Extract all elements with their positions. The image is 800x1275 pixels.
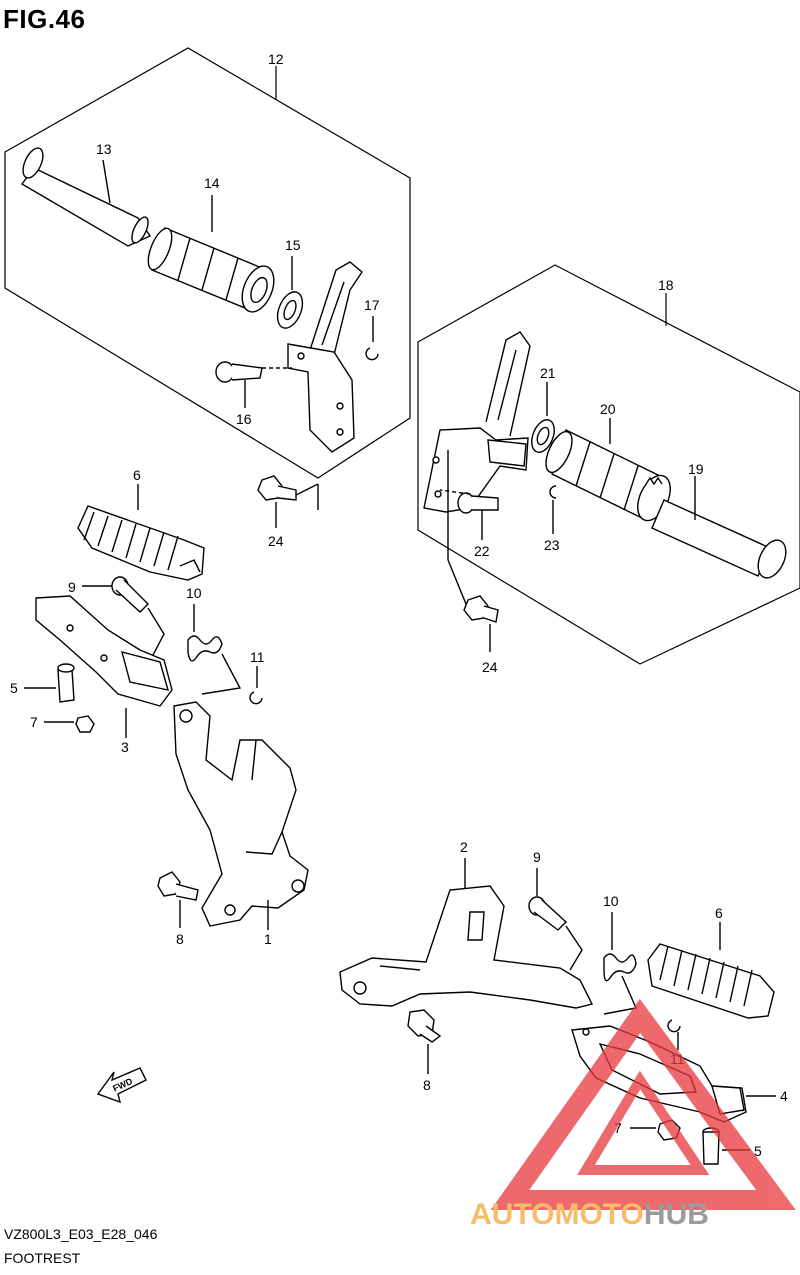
clip-11-right [667,1019,681,1050]
clip-23 [549,485,557,534]
footrest-pin-13 [20,147,152,247]
callout-14: 14 [204,175,220,191]
callout-23: 23 [544,537,560,553]
callout-18: 18 [658,277,674,293]
callout-4: 4 [780,1088,788,1104]
section-name: FOOTREST [4,1250,81,1266]
callout-9-right: 9 [533,849,541,865]
watermark-inner-triangle-icon [577,1070,710,1175]
washer-15 [276,256,304,329]
footrest-bracket-rear-right [423,331,531,560]
pin-22 [439,489,499,540]
clip-11-left [249,666,263,705]
spring-10-left [187,604,242,695]
callout-22: 22 [474,543,490,559]
footrest-pin-19 [651,476,787,579]
pin-16 [215,361,292,408]
watermark-logo: AUTOMOTOHUB [470,998,796,1231]
forward-direction-arrow: FWD [96,1067,147,1104]
footpeg-rubber-6-right [647,922,775,1019]
assembly-box-18 [417,264,800,665]
callout-10-left: 10 [186,585,202,601]
bolt-8-right [407,1009,442,1074]
clip-17 [365,316,379,361]
callout-6-right: 6 [715,905,723,921]
callout-8-right: 8 [423,1077,431,1093]
spring-10-right [603,912,637,1015]
callout-6-left: 6 [133,467,141,483]
callout-10-right: 10 [603,893,619,909]
callout-3: 3 [121,739,129,755]
assembly-box-12 [4,47,411,479]
callout-11-left: 11 [250,649,265,665]
watermark-prefix: AUTOMOTO [470,1198,644,1231]
callout-2: 2 [460,839,468,855]
bolt-24-right [447,559,499,652]
callout-17: 17 [364,297,380,313]
callout-20: 20 [600,401,616,417]
callout-labels: 12 13 14 15 17 16 24 18 21 20 19 22 23 2… [10,51,788,1159]
callout-5-right: 5 [754,1143,762,1159]
callout-1: 1 [264,931,272,947]
bolt-5-left [24,663,75,703]
footrest-bracket-rear-left [287,261,363,453]
callout-24-left: 24 [268,533,284,549]
watermark-suffix: HUB [644,1198,709,1231]
callout-21: 21 [540,365,556,381]
washer-21 [531,382,555,453]
callout-8-left: 8 [176,931,184,947]
callout-16: 16 [236,411,252,427]
model-code: VZ800L3_E03_E28_046 [4,1226,158,1242]
bolt-24-left [257,475,319,528]
callout-7-right: 7 [614,1120,622,1136]
footrest-bracket-1 [173,701,309,930]
svg-text:AUTOMOTOHUB: AUTOMOTOHUB [470,1198,709,1231]
callout-9-left: 9 [68,579,76,595]
callout-5-left: 5 [10,680,18,696]
rubber-roller-14 [147,195,275,313]
nut-7-left [44,715,95,733]
figure-title: FIG.46 [3,4,86,34]
callout-19: 19 [688,461,704,477]
footrest-bracket-2 [339,858,594,1009]
callout-15: 15 [285,237,301,253]
callout-7-left: 7 [30,714,38,730]
bolt-8-left [157,871,199,928]
rubber-roller-20 [545,418,671,522]
footpeg-rubber-6-left [77,484,205,581]
callout-13: 13 [96,141,112,157]
pin-9-right [528,868,583,971]
watermark-triangle-icon [490,998,796,1210]
callout-24-right: 24 [482,659,498,675]
footrest-holder-3 [35,595,173,738]
callout-12: 12 [268,51,284,67]
